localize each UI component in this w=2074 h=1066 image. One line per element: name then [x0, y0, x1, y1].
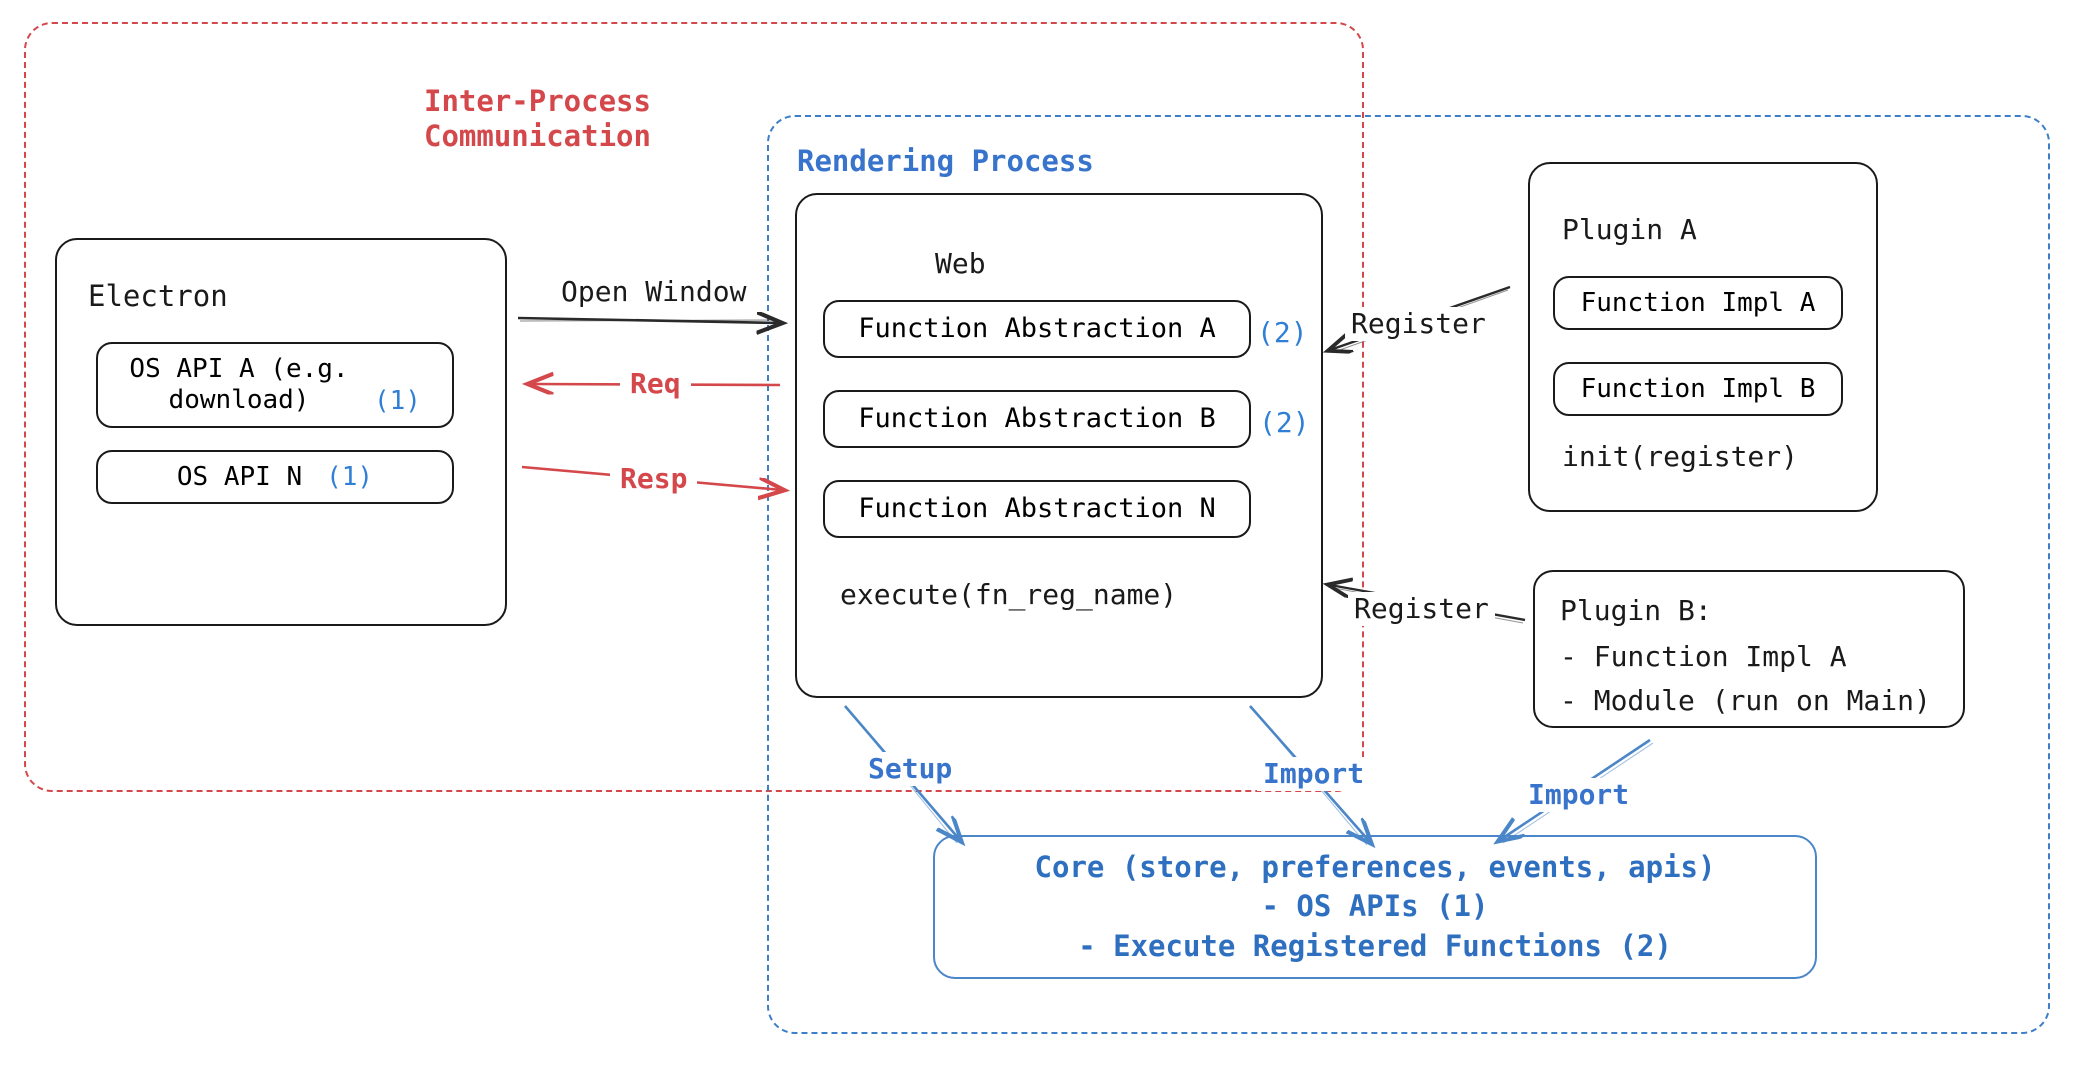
open-window-arrow-label: Open Window [557, 275, 751, 310]
plugin-a-impl-b-box[interactable]: Function Impl B [1553, 362, 1843, 416]
web-execute-label: execute(fn_reg_name) [840, 578, 1178, 611]
function-abstraction-b-box[interactable]: Function Abstraction B [823, 390, 1251, 448]
function-abstraction-b-label: Function Abstraction B [858, 403, 1216, 435]
resp-arrow-label: Resp [610, 462, 698, 497]
os-api-a-box[interactable]: OS API A (e.g. download) (1) [96, 342, 454, 428]
plugin-b-item-1: - Module (run on Main) [1560, 684, 1931, 717]
rendering-process-region-boundary [767, 115, 2050, 1034]
web-title: Web [935, 247, 986, 280]
function-abstraction-n-box[interactable]: Function Abstraction N [823, 480, 1251, 538]
function-abstraction-a-box[interactable]: Function Abstraction A [823, 300, 1251, 358]
core-line-2: - OS APIs (1) [1261, 889, 1489, 924]
os-api-n-box[interactable]: OS API N (1) [96, 450, 454, 504]
plugin-b-box[interactable] [1533, 570, 1965, 728]
function-abstraction-a-label: Function Abstraction A [858, 313, 1216, 345]
plugin-a-impl-a-label: Function Impl A [1580, 287, 1816, 318]
os-api-a-marker: (1) [374, 386, 421, 417]
ipc-region-boundary [24, 22, 1364, 792]
plugin-a-title: Plugin A [1562, 213, 1697, 246]
plugin-a-box[interactable] [1528, 162, 1878, 512]
core-line-3: - Execute Registered Functions (2) [1078, 928, 1672, 963]
ipc-region-label-line1: Inter-Process [424, 84, 651, 118]
electron-title: Electron [88, 279, 228, 313]
import-web-arrow-label: Import [1257, 757, 1371, 792]
os-api-n-label: OS API N [176, 461, 303, 492]
plugin-a-impl-b-label: Function Impl B [1580, 373, 1816, 404]
plugin-a-init-label: init(register) [1562, 440, 1799, 473]
register-plugin-b-arrow-label: Register [1348, 592, 1495, 627]
setup-arrow-label: Setup [862, 752, 959, 787]
os-api-a-label-line2: download) [168, 385, 310, 415]
req-arrow-label: Req [620, 367, 691, 402]
os-api-n-marker: (1) [326, 461, 374, 492]
register-plugin-a-arrow-label: Register [1345, 307, 1492, 342]
plugin-b-item-0: - Function Impl A [1560, 640, 1847, 673]
ipc-region-label-line2: Communication [424, 119, 651, 153]
import-plugin-arrow-label: Import [1522, 778, 1636, 813]
os-api-a-label-line1: OS API A (e.g. [129, 354, 349, 385]
function-abstraction-a-marker: (2) [1257, 316, 1308, 349]
core-box[interactable]: Core (store, preferences, events, apis) … [933, 835, 1817, 979]
core-line-1: Core (store, preferences, events, apis) [1034, 850, 1716, 885]
rendering-process-label: Rendering Process [797, 144, 1094, 178]
plugin-a-impl-a-box[interactable]: Function Impl A [1553, 276, 1843, 330]
function-abstraction-b-marker: (2) [1259, 406, 1310, 439]
function-abstraction-n-label: Function Abstraction N [858, 493, 1216, 525]
electron-box[interactable] [55, 238, 507, 626]
plugin-b-title: Plugin B: [1560, 594, 1712, 627]
